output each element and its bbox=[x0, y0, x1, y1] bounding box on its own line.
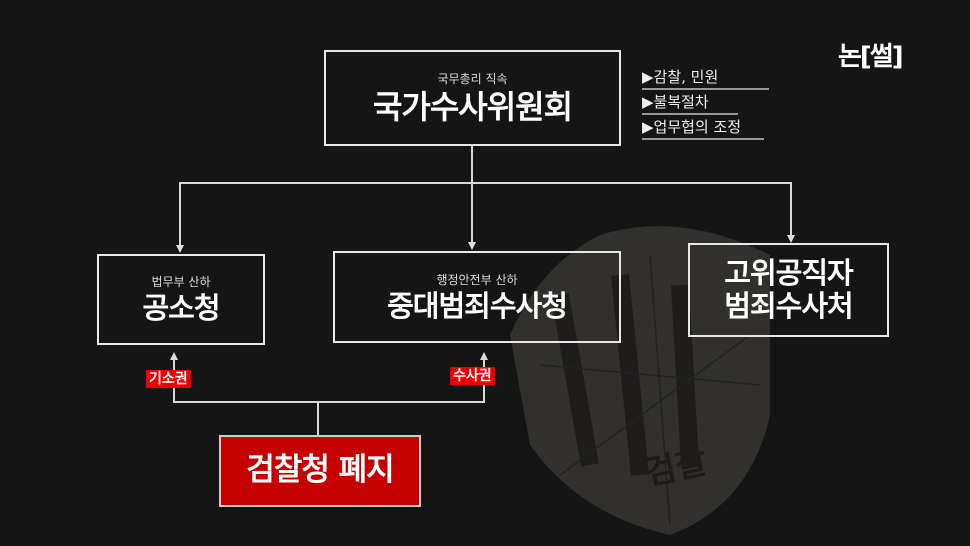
serious-crime-investigation-office-box: 행정안전부 산하 중대범죄수사청 bbox=[333, 251, 621, 343]
connector bbox=[179, 182, 791, 184]
box-title: 고위공직자 bbox=[724, 255, 853, 290]
bullet-item: ▶불복절차 bbox=[642, 91, 738, 115]
arrow-down-icon bbox=[176, 245, 184, 253]
shield-emblem-background: 검찰 bbox=[510, 226, 770, 536]
connector bbox=[173, 401, 485, 403]
cio-box: 고위공직자 범죄수사처 bbox=[688, 243, 889, 337]
public-prosecution-office-box: 법무부 산하 공소청 bbox=[97, 254, 265, 345]
logo: 논[썰] bbox=[838, 42, 904, 72]
indictment-right-tag: 기소권 bbox=[146, 370, 191, 388]
connector bbox=[471, 182, 473, 243]
top-box-title: 국가수사위원회 bbox=[372, 88, 573, 127]
bullet-item: ▶감찰, 민원 bbox=[642, 66, 769, 90]
box-subtitle: 행정안전부 산하 bbox=[436, 272, 518, 287]
investigation-right-tag: 수사권 bbox=[450, 367, 495, 385]
box-title: 범죄수사처 bbox=[724, 289, 853, 323]
arrow-down-icon bbox=[787, 235, 795, 243]
arrow-down-icon bbox=[468, 242, 476, 250]
box-title: 중대범죄수사청 bbox=[387, 288, 568, 323]
national-investigation-committee-box: 국무총리 직속 국가수사위원회 bbox=[324, 50, 621, 146]
bullet-item: ▶업무협의 조정 bbox=[642, 116, 764, 140]
box-subtitle: 법무부 산하 bbox=[151, 275, 211, 290]
box-title: 검찰청 폐지 bbox=[246, 452, 394, 489]
arrow-up-icon bbox=[480, 352, 488, 360]
arrow-up-icon bbox=[170, 352, 178, 360]
top-box-subtitle: 국무총리 직속 bbox=[437, 72, 508, 87]
box-title: 공소청 bbox=[142, 291, 220, 326]
connector bbox=[179, 182, 181, 246]
connector bbox=[317, 401, 319, 436]
abolish-prosecution-box: 검찰청 폐지 bbox=[219, 435, 421, 507]
connector bbox=[790, 182, 792, 236]
connector bbox=[471, 146, 473, 183]
